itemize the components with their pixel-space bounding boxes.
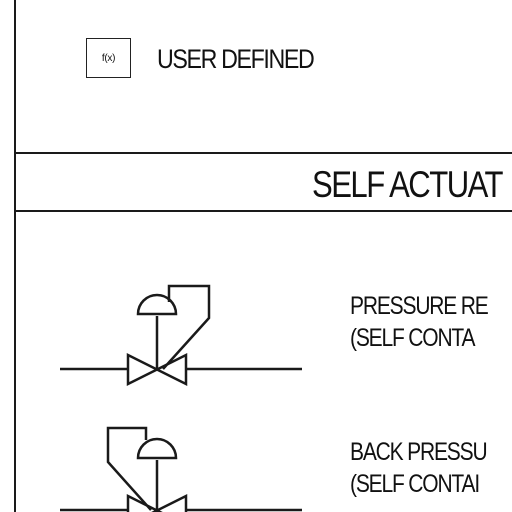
divider-section [14,210,512,212]
frame-left-border [14,0,16,512]
user-defined-label: USER DEFINED [157,44,315,74]
pressure-regulator-description: PRESSURE RE (SELF CONTA [350,290,489,354]
back-pressure-line2: (SELF CONTAI [350,470,480,498]
pressure-regulator-line1: PRESSURE RE [350,292,489,320]
function-block-text: f(x) [101,52,116,64]
section-title: SELF ACTUAT [312,164,504,205]
back-pressure-line1: BACK PRESSU [350,438,488,466]
function-block-icon: f(x) [86,38,131,78]
pressure-regulator-line2: (SELF CONTA [350,324,476,352]
back-pressure-regulator-description: BACK PRESSU (SELF CONTAI [350,436,488,500]
divider-top [14,152,512,154]
